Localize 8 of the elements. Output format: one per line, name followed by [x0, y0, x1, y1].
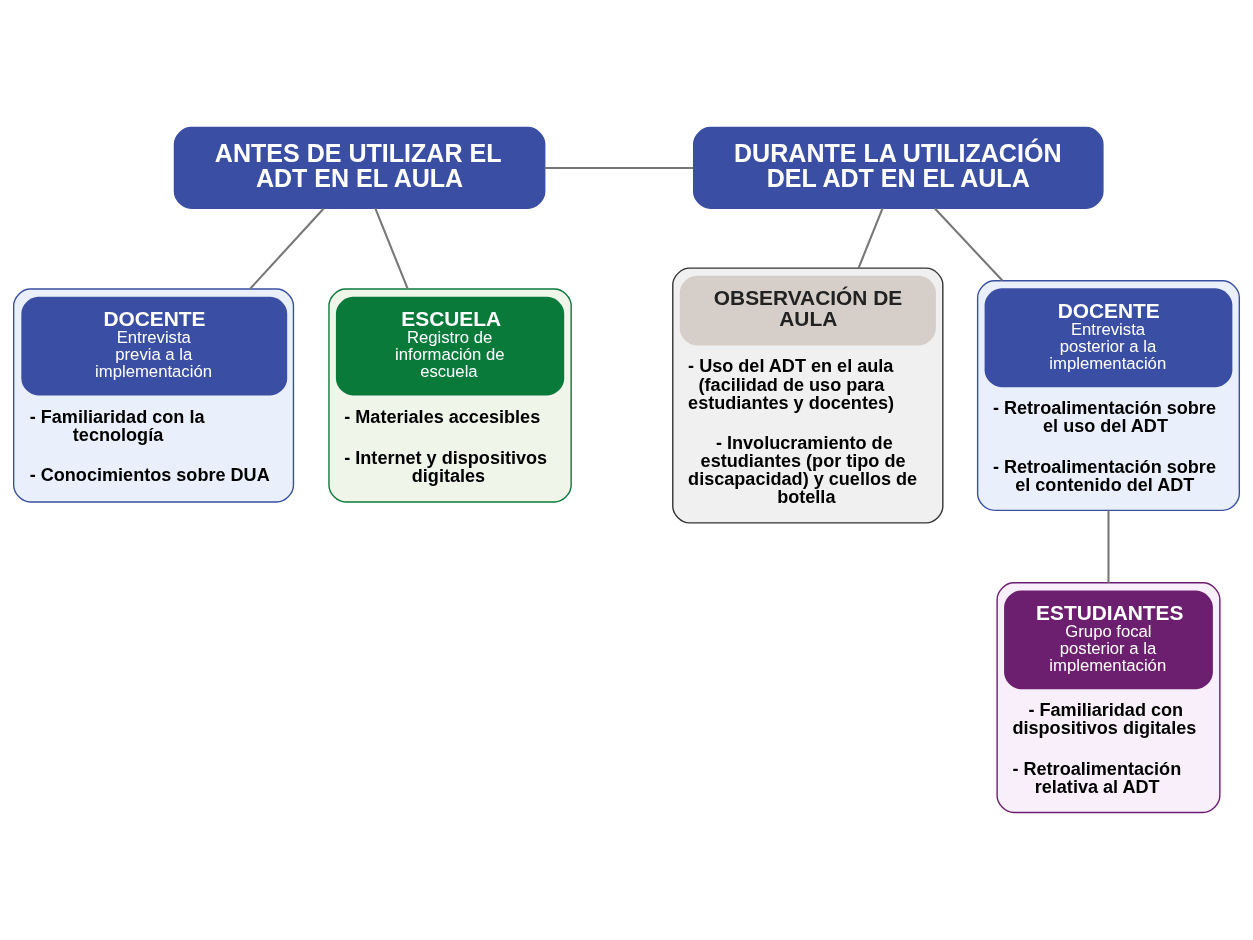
node-box: DURANTE LA UTILIZACIÓN DEL ADT EN EL AULA [692, 126, 1104, 209]
connector [1107, 510, 1110, 583]
connector [544, 166, 694, 169]
node-box: ANTES DE UTILIZAR EL ADT EN EL AULA [173, 126, 546, 209]
connector [934, 207, 1004, 282]
connector [249, 207, 325, 290]
connector [857, 208, 884, 269]
connector [374, 208, 409, 290]
